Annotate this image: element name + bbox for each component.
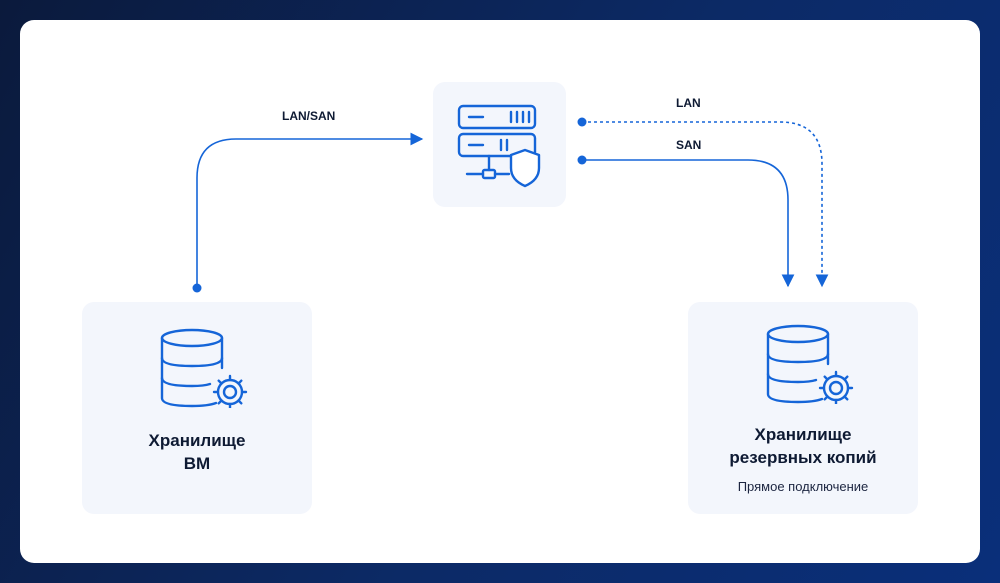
backup-storage-title: Хранилище резервных копий <box>688 423 918 469</box>
link-label-san: SAN <box>676 138 702 152</box>
connector-vm-to-server <box>196 132 424 288</box>
connector-lan-dotted <box>582 121 829 288</box>
server-node <box>433 82 566 207</box>
connector-lan-start-dot <box>577 117 587 127</box>
diagram-canvas: LAN/SAN LAN SAN <box>20 20 980 563</box>
backup-storage-node: Хранилище резервных копий Прямое подключ… <box>688 302 918 514</box>
backup-storage-title-line1: Хранилище <box>754 425 852 444</box>
vm-storage-title-line2: ВМ <box>183 454 211 473</box>
connector-vm-start-dot <box>192 283 202 293</box>
vm-storage-title: Хранилище ВМ <box>82 429 312 475</box>
link-label-lan-san: LAN/SAN <box>282 109 336 123</box>
database-gear-icon <box>158 328 248 410</box>
vm-storage-node: Хранилище ВМ <box>82 302 312 514</box>
link-label-lan: LAN <box>676 96 701 110</box>
backup-storage-title-line2: резервных копий <box>729 448 877 467</box>
server-shield-icon <box>453 100 545 190</box>
connector-san-start-dot <box>577 155 587 165</box>
connector-san-solid <box>582 159 795 288</box>
database-gear-icon <box>764 324 854 406</box>
backup-storage-subtitle: Прямое подключение <box>737 479 869 494</box>
connector-layer <box>192 117 829 293</box>
vm-storage-title-line1: Хранилище <box>148 431 246 450</box>
